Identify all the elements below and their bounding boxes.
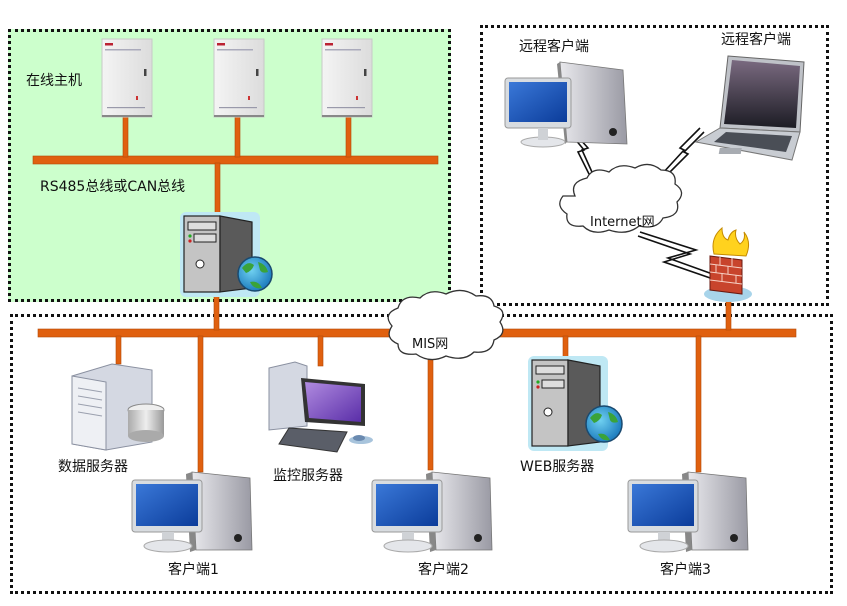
client-3-label: 客户端3	[660, 562, 711, 578]
web-server-label: WEB服务器	[520, 459, 595, 475]
online-host-cabinet-icon	[321, 38, 373, 118]
remote-laptop-icon	[694, 55, 805, 161]
internet-label: Internet网	[590, 215, 655, 230]
online-host-cabinet-icon	[213, 38, 265, 118]
rs485-bus	[32, 116, 439, 214]
remote-laptop-label: 远程客户端	[721, 32, 791, 48]
online-host-label: 在线主机	[26, 73, 82, 89]
client-pc-icon	[131, 471, 253, 553]
web-server-icon	[528, 356, 623, 451]
client-pc-icon	[627, 471, 749, 553]
remote-desktop-icon	[504, 61, 628, 148]
client-pc-icon	[371, 471, 493, 553]
client-2-label: 客户端2	[418, 562, 469, 578]
remote-zone	[480, 25, 829, 306]
bus-label: RS485总线或CAN总线	[40, 179, 186, 195]
mis-label: MIS网	[412, 337, 449, 352]
mis-cloud-icon	[387, 289, 504, 361]
client-1-label: 客户端1	[168, 562, 219, 578]
remote-desktop-label: 远程客户端	[519, 39, 589, 55]
data-server-label: 数据服务器	[58, 459, 128, 475]
gateway-server-icon	[180, 212, 273, 297]
data-server-icon	[71, 363, 165, 451]
firewall-icon	[704, 226, 752, 302]
monitor-server-label: 监控服务器	[273, 468, 343, 484]
internet-cloud-icon	[559, 163, 683, 233]
monitor-server-icon	[268, 361, 373, 453]
online-host-cabinet-icon	[101, 38, 153, 118]
